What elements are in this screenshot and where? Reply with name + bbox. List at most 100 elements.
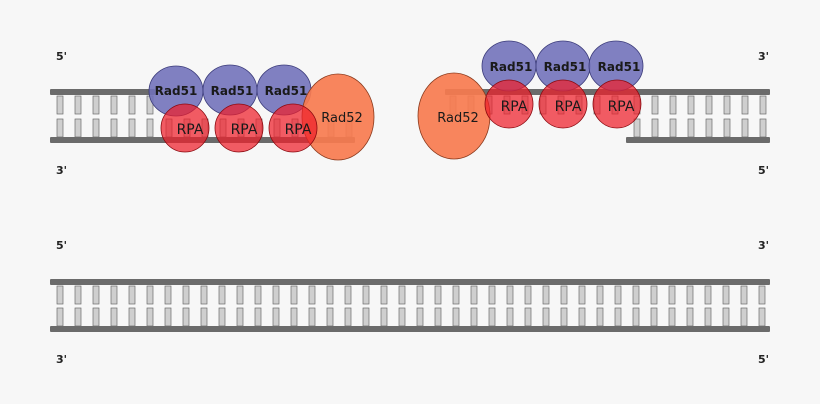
base-lower	[416, 307, 424, 327]
base-upper	[182, 285, 190, 305]
base-upper	[290, 285, 298, 305]
rad51-protein: Rad51	[481, 40, 537, 92]
rpa-label: RPA	[501, 99, 528, 115]
base-upper	[128, 285, 136, 305]
base-lower	[254, 307, 262, 327]
base-lower	[741, 118, 749, 138]
rad51-label: Rad51	[155, 84, 198, 98]
rad52-label: Rad52	[437, 111, 479, 126]
base-upper	[74, 95, 82, 115]
base-lower	[128, 307, 136, 327]
rpa-protein: RPA	[160, 103, 210, 153]
rad51-label: Rad51	[598, 60, 641, 74]
base-lower	[669, 118, 677, 138]
rad51-label: Rad51	[544, 60, 587, 74]
base-lower	[687, 118, 695, 138]
rad51-protein: Rad51	[148, 65, 204, 117]
base-upper	[200, 285, 208, 305]
base-upper	[218, 285, 226, 305]
bottom-backbone	[50, 326, 770, 332]
base-lower	[308, 307, 316, 327]
base-lower	[182, 307, 190, 327]
base-lower	[542, 307, 550, 327]
base-pairs	[56, 285, 766, 327]
base-lower	[488, 307, 496, 327]
base-lower	[326, 307, 334, 327]
base-upper	[326, 285, 334, 305]
base-lower	[272, 307, 280, 327]
rpa-label: RPA	[285, 122, 312, 138]
base-upper	[308, 285, 316, 305]
base-lower	[506, 307, 514, 327]
base-upper	[254, 285, 262, 305]
base-upper	[560, 285, 568, 305]
base-lower	[614, 307, 622, 327]
base-lower	[705, 118, 713, 138]
base-upper	[758, 285, 766, 305]
base-upper	[362, 285, 370, 305]
base-upper	[506, 285, 514, 305]
five-prime-label: 5'	[758, 164, 769, 177]
base-lower	[128, 118, 136, 138]
rpa-protein: RPA	[268, 103, 318, 153]
base-upper	[705, 95, 713, 115]
base-upper	[470, 285, 478, 305]
base-lower	[759, 118, 767, 138]
base-lower	[290, 307, 298, 327]
rpa-protein: RPA	[538, 79, 588, 129]
five-prime-label: 5'	[758, 353, 769, 366]
base-lower	[470, 307, 478, 327]
base-lower	[236, 307, 244, 327]
base-lower	[92, 307, 100, 327]
base-lower	[74, 307, 82, 327]
rpa-protein: RPA	[214, 103, 264, 153]
base-upper	[488, 285, 496, 305]
base-upper	[110, 95, 118, 115]
base-lower	[110, 307, 118, 327]
base-upper	[128, 95, 136, 115]
base-lower	[758, 307, 766, 327]
base-lower	[218, 307, 226, 327]
base-lower	[524, 307, 532, 327]
base-upper	[110, 285, 118, 305]
rad52-protein: Rad52	[301, 73, 375, 161]
base-lower	[164, 307, 172, 327]
rpa-protein: RPA	[484, 79, 534, 129]
base-lower	[686, 307, 694, 327]
base-upper	[380, 285, 388, 305]
base-lower	[74, 118, 82, 138]
base-upper	[92, 285, 100, 305]
rpa-label: RPA	[231, 122, 258, 138]
base-upper	[668, 285, 676, 305]
base-lower	[632, 307, 640, 327]
base-lower	[560, 307, 568, 327]
base-upper	[704, 285, 712, 305]
rad52-protein: Rad52	[417, 72, 491, 160]
base-lower	[56, 118, 64, 138]
base-upper	[578, 285, 586, 305]
right-bottom-backbone	[626, 137, 770, 143]
base-lower	[596, 307, 604, 327]
base-lower	[146, 118, 154, 138]
base-upper	[398, 285, 406, 305]
base-upper	[56, 285, 64, 305]
five-prime-label: 5'	[56, 50, 67, 63]
five-prime-label: 5'	[56, 239, 67, 252]
base-lower	[92, 118, 100, 138]
right-base-pairs	[633, 95, 767, 138]
base-upper	[272, 285, 280, 305]
base-upper	[416, 285, 424, 305]
base-lower	[362, 307, 370, 327]
base-upper	[669, 95, 677, 115]
base-lower	[56, 307, 64, 327]
base-upper	[164, 285, 172, 305]
base-lower	[434, 307, 442, 327]
base-upper	[614, 285, 622, 305]
left-protein-complex: Rad51 Rad51 Rad51 Rad52 RPA RPA RPA	[148, 64, 375, 161]
base-upper	[146, 285, 154, 305]
base-upper	[651, 95, 659, 115]
base-upper	[632, 285, 640, 305]
rpa-label: RPA	[608, 99, 635, 115]
base-lower	[344, 307, 352, 327]
base-lower	[740, 307, 748, 327]
